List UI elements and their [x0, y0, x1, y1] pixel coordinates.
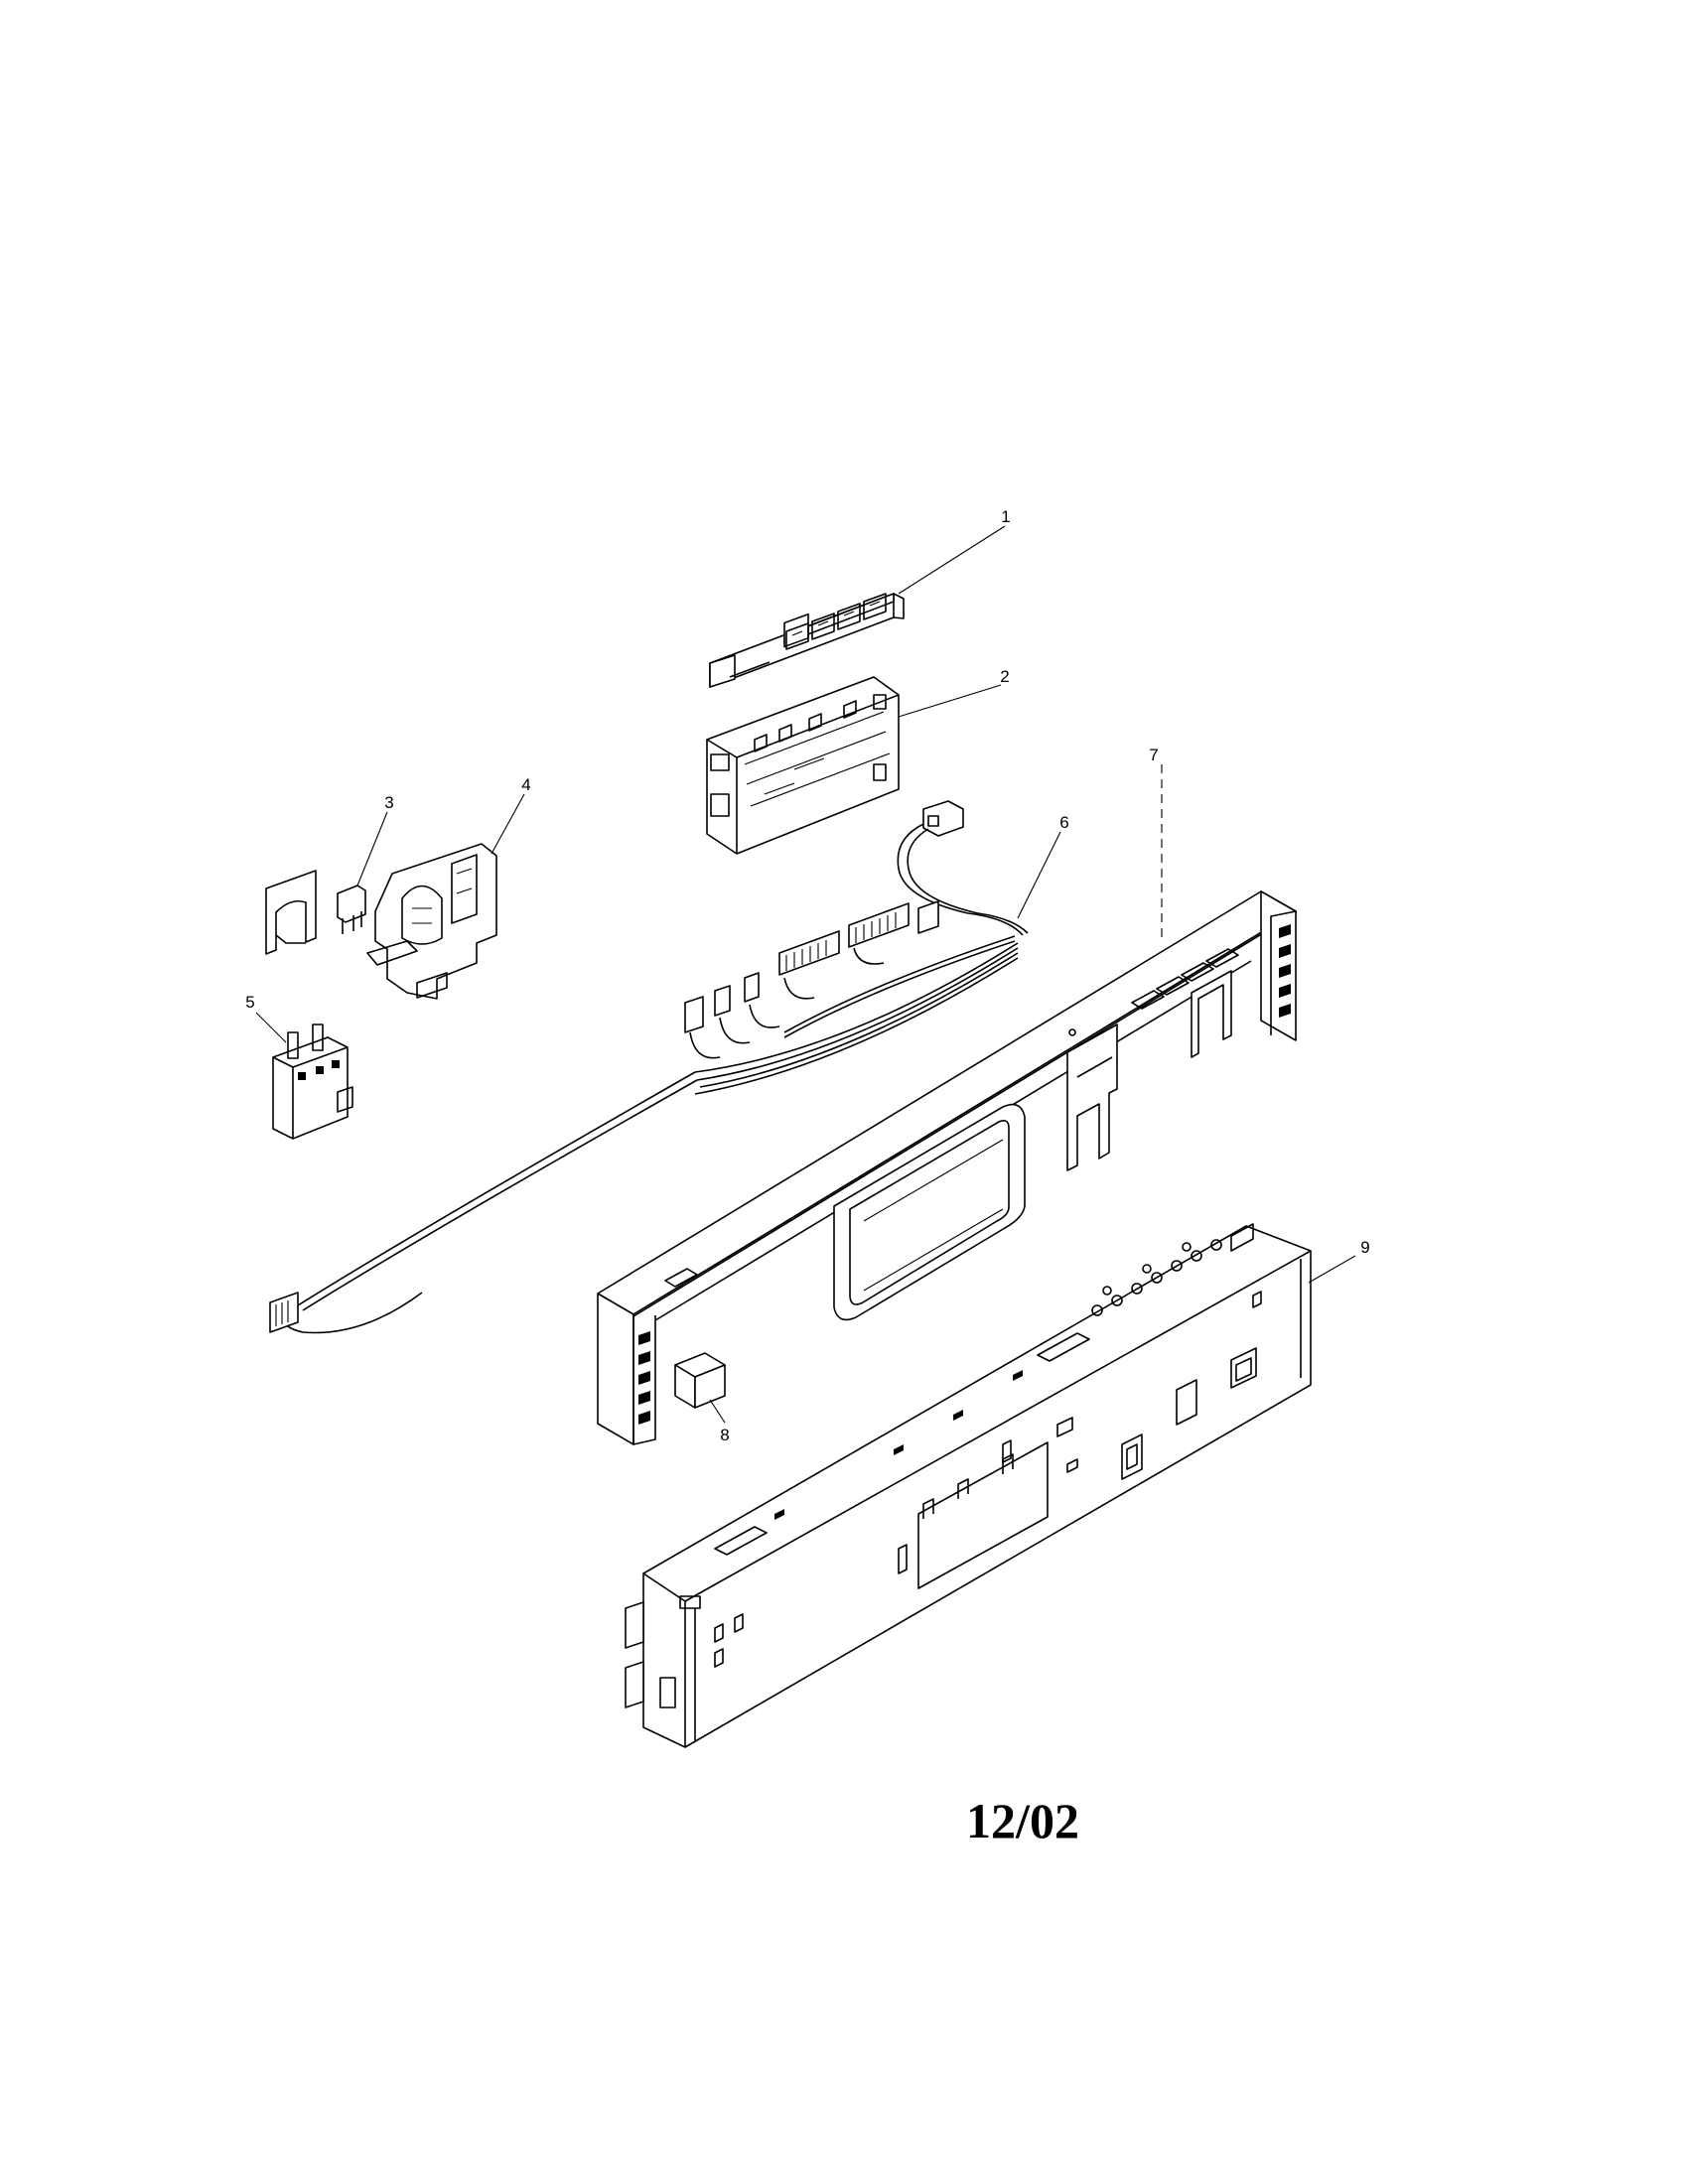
callout-2: 2	[1000, 667, 1009, 686]
callout-8: 8	[720, 1426, 729, 1444]
part-3-bracket-and-switch	[265, 870, 366, 955]
callout-leaders	[255, 525, 1356, 1424]
callout-4: 4	[521, 775, 530, 794]
callout-5: 5	[245, 993, 254, 1012]
callout-6: 6	[1059, 813, 1068, 832]
part-1-keypad	[709, 593, 905, 688]
part-6-wiring-harness	[269, 800, 1029, 1334]
callout-7: 7	[1149, 746, 1158, 764]
date-code: 12/02	[966, 1793, 1079, 1848]
callout-3: 3	[384, 793, 393, 812]
callout-9: 9	[1360, 1238, 1369, 1257]
part-4-door-latch	[366, 843, 497, 1000]
part-8-cube	[674, 1352, 726, 1409]
callout-1: 1	[1001, 507, 1010, 526]
part-7-control-panel	[597, 890, 1297, 1445]
part-2-control-module	[706, 676, 900, 855]
part-9-rear-panel	[625, 1223, 1312, 1748]
callout-labels: 1 2 3 4 5 6 7 8 9	[245, 507, 1369, 1444]
part-5-relay	[272, 1024, 353, 1140]
